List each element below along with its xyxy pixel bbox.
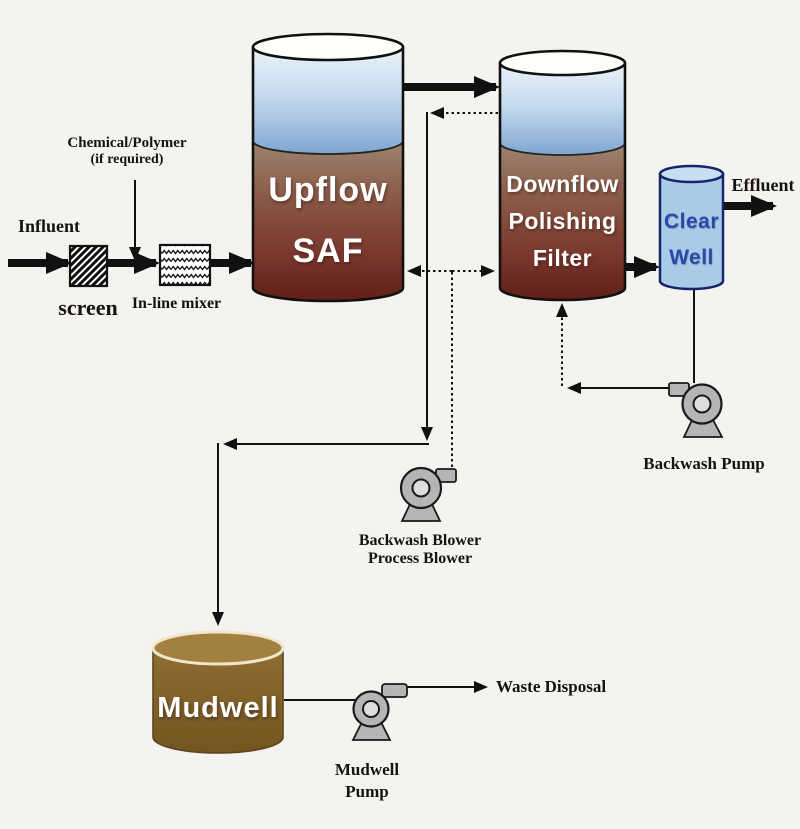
- mudwell-pump-label-line1: Mudwell: [334, 760, 400, 779]
- screen-label: screen: [58, 295, 118, 320]
- screen-box: [68, 244, 109, 288]
- main-flow-arrows: [8, 76, 777, 278]
- mudwell-pump-label-line2: Pump: [345, 782, 389, 801]
- blower-eye: [411, 478, 431, 498]
- backwash-pump: [668, 382, 724, 438]
- backwash-blower-pump: [399, 466, 457, 522]
- blower-label-line2: Process Blower: [367, 550, 473, 568]
- influent-label: Influent: [17, 216, 80, 236]
- secondary-lines: [129, 112, 695, 701]
- mudwell-pump-eye: [362, 700, 380, 718]
- mudwell-pump-label: Mudwell Pump: [326, 759, 408, 803]
- backwash-pump-eye: [692, 394, 712, 414]
- dotted-lines: [407, 107, 568, 469]
- tank-clear-well: [658, 164, 725, 291]
- tank-polishing-filter: [498, 49, 627, 302]
- upflow-saf-text: Upflow SAF: [268, 171, 388, 270]
- chemical-label-line1: Chemical/Polymer: [67, 135, 187, 151]
- saf-waterline: [252, 140, 404, 155]
- mudwell-pump: [351, 683, 408, 741]
- tank-upflow-saf: [251, 32, 405, 303]
- chemical-label-line2: (if required): [90, 152, 164, 168]
- polishing-filter-text: Downflow Polishing Filter: [506, 171, 619, 271]
- waste-disposal-label: Waste Disposal: [496, 677, 607, 696]
- blower-label: Backwash Blower Process Blower: [345, 532, 495, 569]
- filter-waterline: [499, 142, 626, 156]
- clear-well-text: Clear Well: [663, 210, 720, 269]
- tank-mudwell: [151, 630, 285, 754]
- effluent-label: Effluent: [731, 175, 795, 195]
- chemical-label: Chemical/Polymer (if required): [47, 135, 207, 168]
- backwash-pump-label: Backwash Pump: [643, 454, 765, 473]
- mudwell-text: Mudwell: [157, 692, 279, 724]
- blower-label-line1: Backwash Blower: [358, 532, 482, 549]
- mudwell-pump-outlet: [381, 683, 408, 698]
- inline-mixer-box: [158, 243, 212, 287]
- inline-mixer-label: In-line mixer: [131, 295, 222, 312]
